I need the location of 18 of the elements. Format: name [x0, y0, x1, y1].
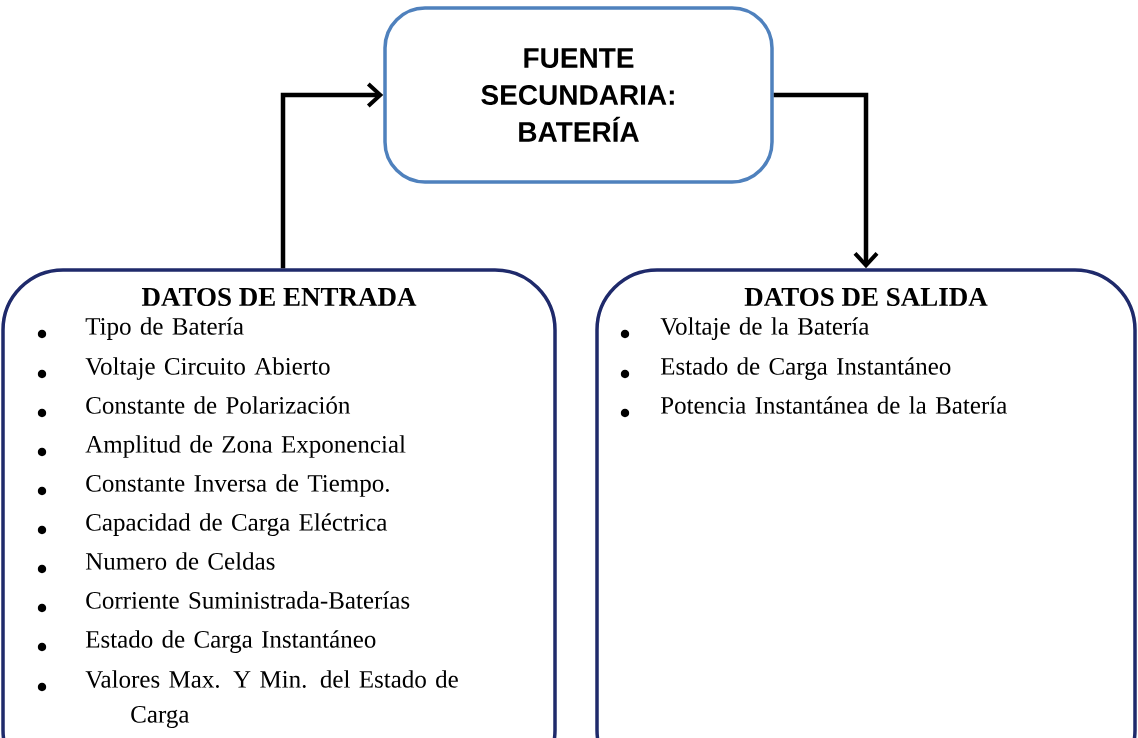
list-item: Voltaje de la Batería	[660, 317, 870, 340]
list-item: Numero de Celdas	[85, 552, 275, 570]
rounded-box: FUENTE SECUNDARIA: BATERÍA	[383, 6, 774, 184]
list-item: Tipo de Batería	[85, 317, 244, 340]
list-item: Corriente Suministrada-Baterías	[86, 591, 410, 609]
list-heading: DATOS DE SALIDA	[744, 287, 988, 307]
arrow	[773, 92, 879, 269]
list-item: Constante de Polarización	[86, 396, 351, 414]
list-item: Voltaje Circuito Abierto	[85, 357, 330, 380]
list-item: Valores Max. Y Min. del Estado de Carga	[85, 670, 458, 728]
list-item: Capacidad de Carga Eléctrica	[86, 513, 388, 536]
list-item: Estado de Carga Instantáneo	[85, 630, 376, 653]
list-item: Constante Inversa de Tiempo.	[86, 474, 389, 497]
arrow	[280, 82, 384, 269]
list-item: Estado de Carga Instantáneo	[660, 357, 951, 380]
list-heading: DATOS DE ENTRADA	[141, 287, 417, 307]
list-item: Potencia Instantánea de la Batería	[660, 396, 1007, 414]
list-item: Amplitud de Zona Exponencial	[85, 435, 406, 458]
